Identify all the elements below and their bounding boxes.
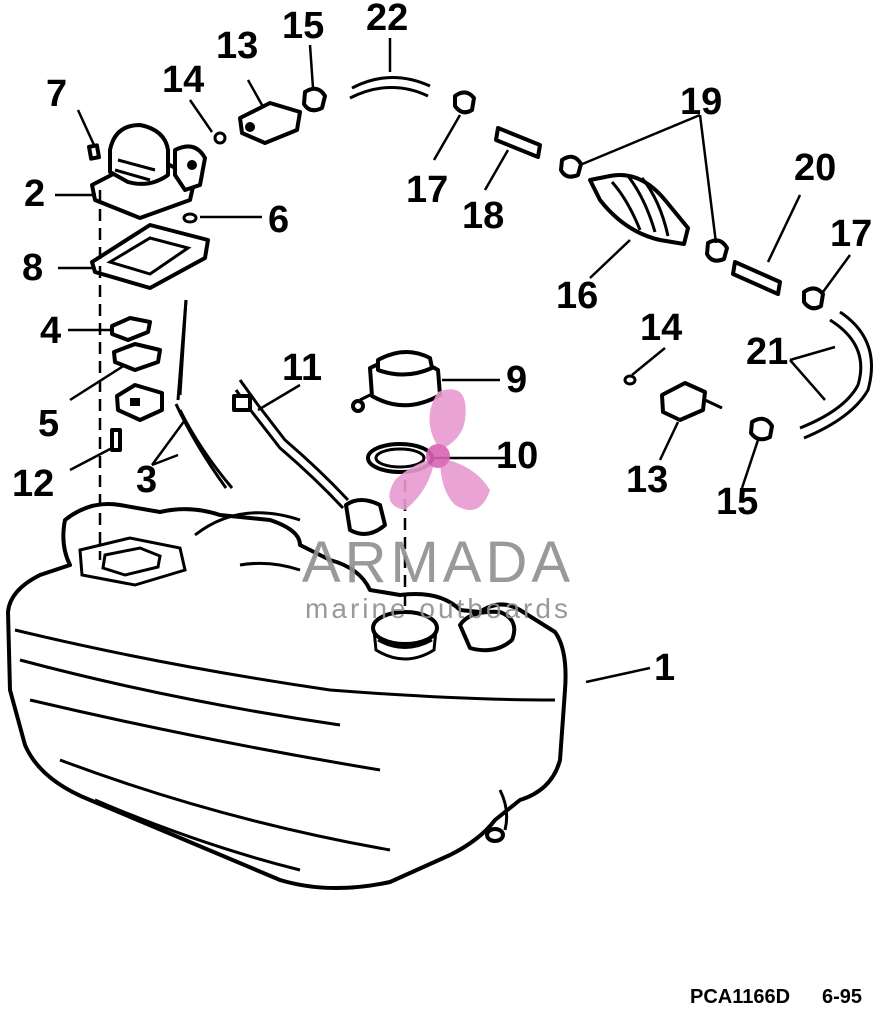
plate-part-4 bbox=[110, 316, 152, 342]
callout-9: 9 bbox=[506, 359, 527, 401]
callout-15-right: 15 bbox=[716, 481, 758, 523]
primer-bulb-part-16 bbox=[588, 173, 690, 246]
callout-2: 2 bbox=[24, 173, 45, 215]
callout-18: 18 bbox=[462, 195, 504, 237]
leader-lines bbox=[55, 38, 852, 684]
callout-8: 8 bbox=[22, 247, 43, 289]
clamp-part-19-right bbox=[705, 238, 729, 263]
filler-cap-part-9 bbox=[351, 350, 442, 413]
callout-4: 4 bbox=[40, 310, 61, 352]
screw-part-12 bbox=[110, 428, 122, 452]
callout-labels: 1 2 3 4 5 6 7 8 9 10 11 12 13 13 14 14 1… bbox=[12, 0, 872, 689]
callout-12: 12 bbox=[12, 463, 54, 505]
callout-22: 22 bbox=[366, 0, 408, 39]
propeller-logo-icon bbox=[389, 389, 490, 510]
clamp-part-15-right bbox=[749, 416, 774, 442]
callout-1: 1 bbox=[654, 647, 675, 689]
screw-part-7 bbox=[87, 143, 101, 161]
connector-part-13-top bbox=[238, 101, 302, 145]
watermark-brand: ARMADA bbox=[302, 530, 574, 595]
callout-11: 11 bbox=[282, 347, 322, 389]
watermark-tagline: marine outboards bbox=[305, 593, 571, 624]
clamp-part-17-right bbox=[802, 286, 825, 311]
hose-part-22 bbox=[349, 76, 431, 100]
fuel-gauge-part-11 bbox=[232, 379, 387, 536]
clamp-part-17-top bbox=[453, 90, 476, 115]
clamp-part-19-left bbox=[559, 154, 583, 179]
armada-watermark: ARMADA marine outboards bbox=[302, 389, 574, 624]
callout-3: 3 bbox=[136, 459, 157, 501]
o-ring-part-14-right bbox=[623, 374, 637, 386]
o-ring-part-14-top bbox=[213, 131, 227, 145]
fitting-part-20 bbox=[731, 260, 782, 296]
fuel-tank-part-1 bbox=[6, 502, 568, 891]
drawing-date: 6-95 bbox=[822, 986, 862, 1008]
o-ring-part-6 bbox=[182, 212, 198, 224]
callout-17-top: 17 bbox=[406, 169, 448, 211]
clamp-part-15-top bbox=[302, 86, 327, 113]
callout-6: 6 bbox=[268, 199, 289, 241]
callout-19: 19 bbox=[680, 81, 722, 123]
callout-16: 16 bbox=[556, 275, 598, 317]
plate-part-5 bbox=[112, 342, 162, 372]
callout-5: 5 bbox=[38, 403, 59, 445]
callout-21: 21 bbox=[746, 331, 788, 373]
callout-17-right: 17 bbox=[830, 213, 872, 255]
callout-14-right: 14 bbox=[640, 307, 682, 349]
drawing-code: PCA1166D bbox=[690, 986, 790, 1008]
gasket-part-8 bbox=[90, 223, 210, 290]
callout-13-right: 13 bbox=[626, 459, 668, 501]
connector-base-part-2 bbox=[90, 123, 207, 220]
callout-14-top: 14 bbox=[162, 59, 204, 101]
callout-15-top: 15 bbox=[282, 5, 324, 47]
hose-part-21 bbox=[799, 310, 873, 440]
callout-10: 10 bbox=[496, 435, 538, 477]
callout-20: 20 bbox=[794, 147, 836, 189]
fitting-part-18 bbox=[494, 126, 542, 159]
valve-assembly bbox=[115, 383, 164, 422]
callout-13-top: 13 bbox=[216, 25, 258, 67]
connector-part-13-right bbox=[660, 381, 723, 422]
pickup-tube-part-3 bbox=[174, 299, 234, 489]
callout-7: 7 bbox=[46, 73, 67, 115]
